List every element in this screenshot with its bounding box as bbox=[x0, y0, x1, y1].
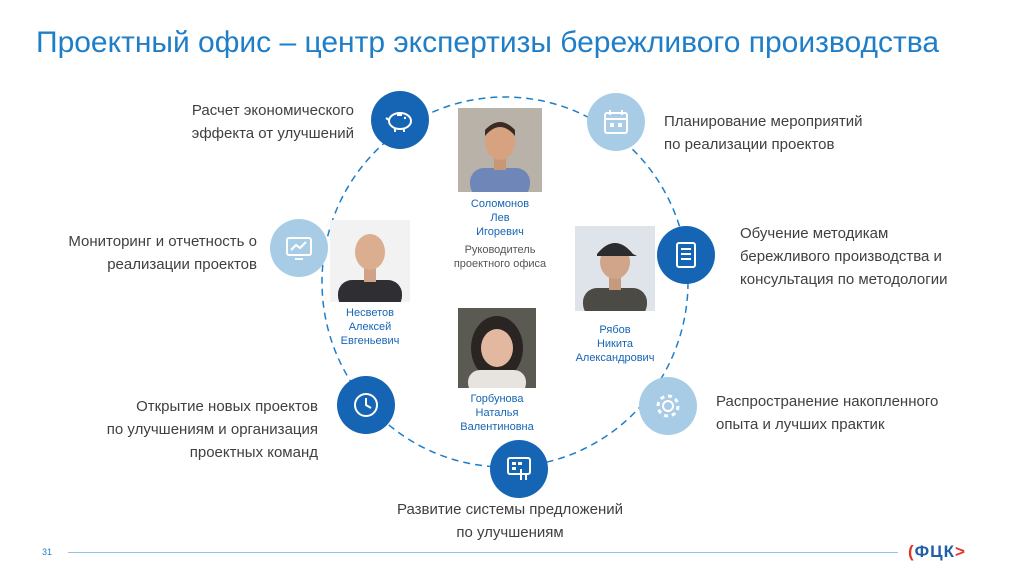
page-number: 31 bbox=[42, 547, 53, 557]
calendar-icon bbox=[587, 93, 645, 151]
photo-nesvetov bbox=[330, 220, 410, 302]
company-logo: (ФЦК> bbox=[908, 542, 966, 561]
gear-icon bbox=[639, 377, 697, 435]
photo-gorbunova bbox=[458, 308, 536, 388]
piggy-bank-icon bbox=[371, 91, 429, 149]
footer-divider bbox=[68, 552, 898, 553]
checklist-document-icon bbox=[657, 226, 715, 284]
touchscreen-icon bbox=[490, 440, 548, 498]
photo-ryabov bbox=[575, 226, 655, 311]
photo-solomonov bbox=[458, 108, 542, 192]
clock-icon bbox=[337, 376, 395, 434]
page-title: Проектный офис – центр экспертизы бережл… bbox=[36, 26, 940, 59]
monitoring-chart-icon bbox=[270, 219, 328, 277]
